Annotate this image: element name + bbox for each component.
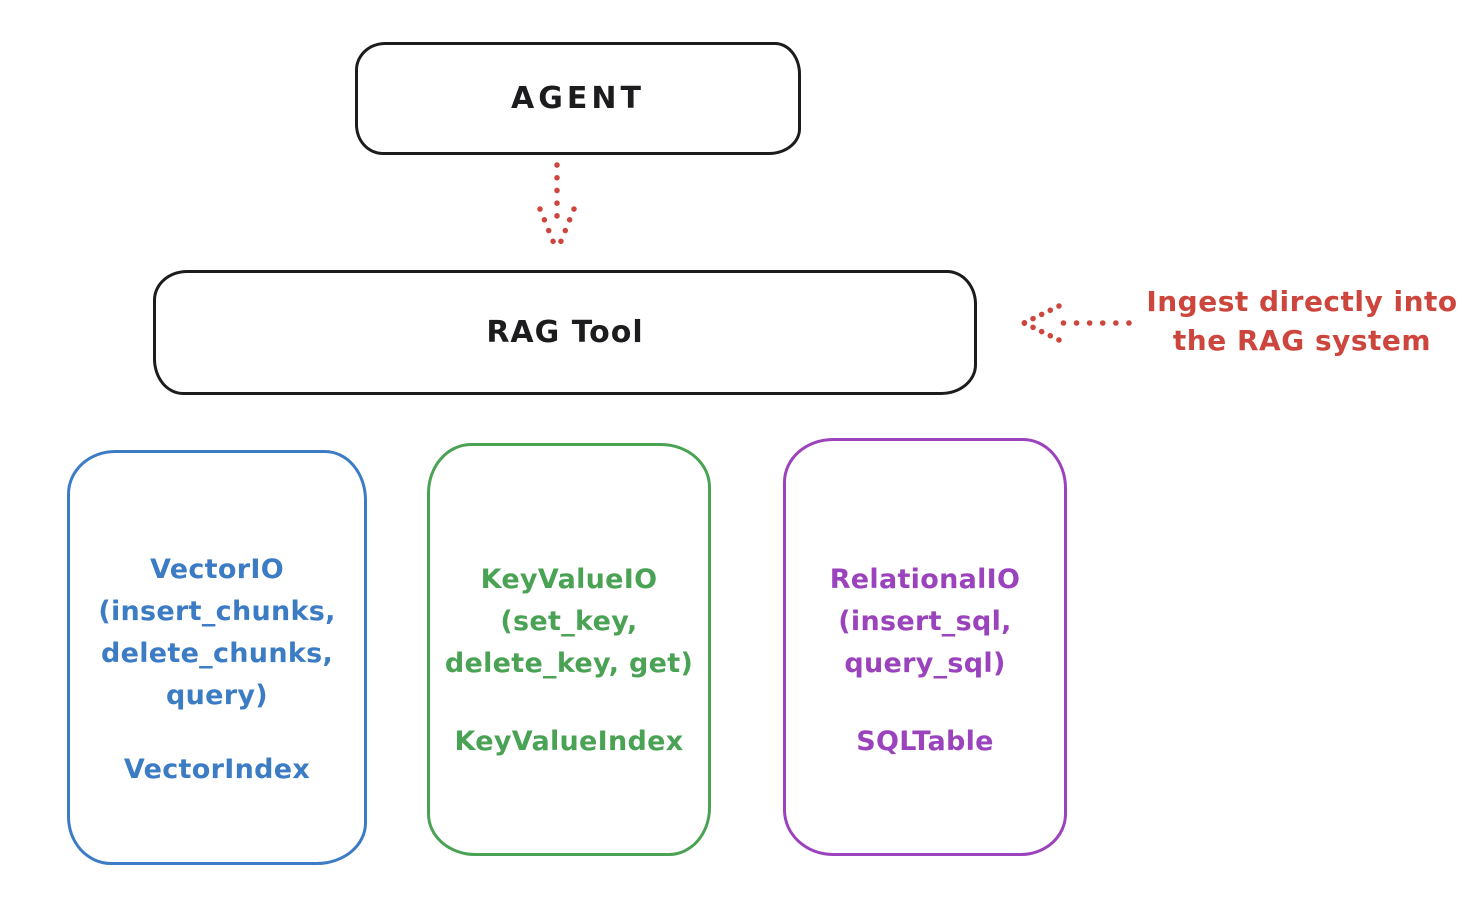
ingest-arrow (1021, 303, 1132, 343)
vector-io-title-line: delete_chunks, (100, 638, 334, 669)
spacer (70, 717, 364, 749)
relational-io-node: RelationalIO (insert_sql, query_sql) SQL… (783, 438, 1067, 856)
vector-io-title-line: query) (166, 680, 268, 711)
key-value-io-title-line: KeyValueIO (480, 564, 658, 595)
key-value-io-title-line: (set_key, (500, 606, 638, 637)
spacer (430, 685, 708, 721)
vector-io-title-line: (insert_chunks, (98, 596, 336, 627)
rag-tool-label: RAG Tool (486, 315, 644, 350)
ingest-annotation-line-1: Ingest directly into (1146, 285, 1458, 318)
ingest-annotation: Ingest directly into the RAG system (1126, 282, 1478, 360)
agent-label: AGENT (511, 81, 645, 116)
rag-tool-node: RAG Tool (153, 270, 977, 395)
vector-io-title-line: VectorIO (150, 554, 284, 585)
relational-io-title-line: (insert_sql, (838, 606, 1012, 637)
agent-to-rag-arrow (537, 162, 577, 254)
key-value-index-label: KeyValueIndex (454, 726, 684, 757)
relational-io-title-line: RelationalIO (829, 564, 1021, 595)
agent-node: AGENT (355, 42, 801, 155)
vector-index-label: VectorIndex (123, 754, 311, 785)
vector-io-node: VectorIO (insert_chunks, delete_chunks, … (67, 450, 367, 865)
key-value-io-title-line: delete_key, get) (444, 648, 694, 679)
ingest-annotation-line-2: the RAG system (1172, 324, 1432, 357)
spacer (786, 685, 1064, 721)
sql-table-label: SQLTable (856, 726, 994, 757)
key-value-io-node: KeyValueIO (set_key, delete_key, get) Ke… (427, 443, 711, 856)
relational-io-title-line: query_sql) (844, 648, 1006, 679)
